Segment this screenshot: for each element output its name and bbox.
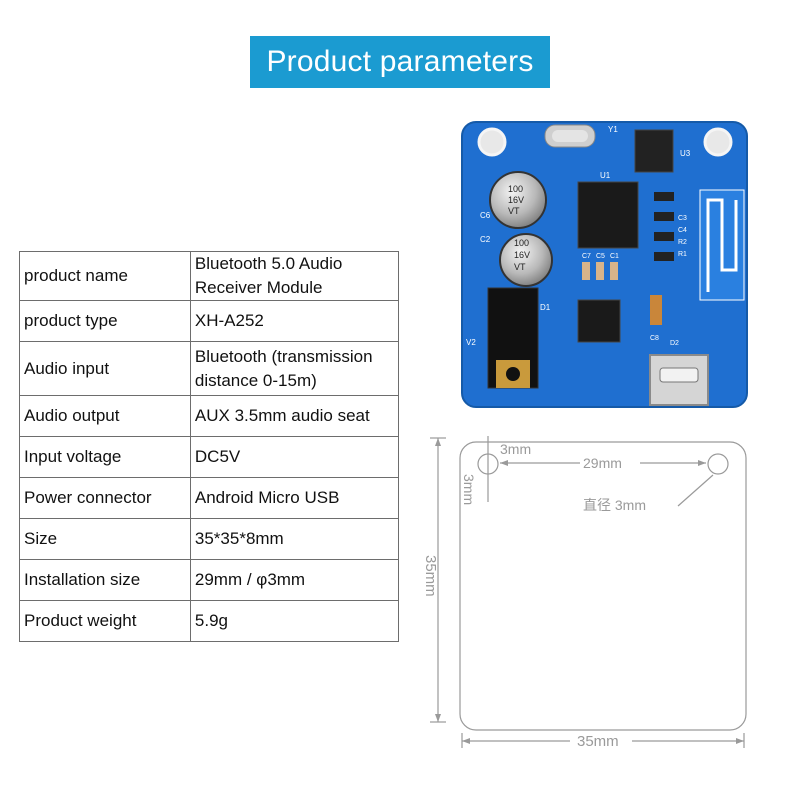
param-key: product type bbox=[19, 300, 191, 342]
param-value: Bluetooth 5.0 Audio Receiver Module bbox=[189, 251, 400, 301]
param-value: Bluetooth (transmission distance 0-15m) bbox=[189, 341, 400, 396]
table-row: Size 35*35*8mm bbox=[19, 518, 400, 560]
param-value: 29mm / φ3mm bbox=[189, 559, 400, 601]
silk-label: C4 bbox=[678, 227, 687, 234]
param-value: AUX 3.5mm audio seat bbox=[189, 395, 400, 437]
silk-label: C8 bbox=[650, 335, 659, 342]
width-label: 35mm bbox=[577, 733, 619, 750]
param-value: XH-A252 bbox=[189, 300, 400, 342]
param-value: Android Micro USB bbox=[189, 477, 400, 519]
table-row: Input voltage DC5V bbox=[19, 436, 400, 478]
param-key: Product weight bbox=[19, 600, 191, 642]
hole-spacing-label: 29mm bbox=[583, 455, 622, 471]
pcb-board-image: Y1 U3 100 16V VT 100 16V VT C6 C2 U1 C7 … bbox=[461, 121, 748, 408]
page-title: Product parameters bbox=[266, 45, 534, 78]
silk-label: R1 bbox=[678, 251, 687, 258]
hole-right-icon bbox=[707, 453, 729, 475]
silk-label: C7 bbox=[582, 253, 591, 260]
silk-label: C2 bbox=[480, 235, 491, 244]
silk-label: U3 bbox=[680, 149, 691, 158]
hole-size-label: 3mm bbox=[500, 441, 531, 457]
param-key: Power connector bbox=[19, 477, 191, 519]
silk-label: U1 bbox=[600, 171, 611, 180]
hole-vertical-label: 3mm bbox=[461, 474, 477, 505]
board-outline bbox=[459, 441, 747, 731]
silk-label: C5 bbox=[596, 253, 605, 260]
dimension-drawing: 3mm 29mm 3mm 直径 3mm 35mm 35mm bbox=[422, 436, 747, 750]
silk-label: C6 bbox=[480, 211, 491, 220]
param-key: Installation size bbox=[19, 559, 191, 601]
silk-label: C1 bbox=[610, 253, 619, 260]
diameter-label: 直径 3mm bbox=[583, 497, 646, 513]
capacitor-icon bbox=[499, 233, 553, 287]
mounting-hole-top-right bbox=[703, 127, 733, 157]
table-row: Power connector Android Micro USB bbox=[19, 477, 400, 519]
param-key: Audio output bbox=[19, 395, 191, 437]
cap-label: 100 bbox=[514, 238, 529, 248]
silk-label: D2 bbox=[670, 340, 679, 347]
silk-label: V2 bbox=[466, 338, 476, 347]
cap-label: 16V bbox=[508, 195, 524, 205]
table-row: product name Bluetooth 5.0 Audio Receive… bbox=[19, 251, 400, 301]
height-label: 35mm bbox=[422, 555, 439, 597]
parameters-table: product name Bluetooth 5.0 Audio Receive… bbox=[19, 251, 400, 642]
table-row: Audio input Bluetooth (transmission dist… bbox=[19, 341, 400, 396]
silk-label: C3 bbox=[678, 215, 687, 222]
cap-label: 16V bbox=[514, 250, 530, 260]
table-row: Installation size 29mm / φ3mm bbox=[19, 559, 400, 601]
param-value: DC5V bbox=[189, 436, 400, 478]
cap-label: VT bbox=[514, 262, 526, 272]
param-value: 35*35*8mm bbox=[189, 518, 400, 560]
cap-label: VT bbox=[508, 206, 520, 216]
param-key: Input voltage bbox=[19, 436, 191, 478]
silk-label: R2 bbox=[678, 239, 687, 246]
param-value: 5.9g bbox=[189, 600, 400, 642]
param-key: product name bbox=[19, 251, 191, 301]
mounting-hole-top-left bbox=[477, 127, 507, 157]
capacitor-icon bbox=[489, 171, 547, 229]
table-row: Audio output AUX 3.5mm audio seat bbox=[19, 395, 400, 437]
table-row: Product weight 5.9g bbox=[19, 600, 400, 642]
param-key: Audio input bbox=[19, 341, 191, 396]
title-banner: Product parameters bbox=[250, 36, 550, 88]
cap-label: 100 bbox=[508, 184, 523, 194]
table-row: product type XH-A252 bbox=[19, 300, 400, 342]
silk-label: Y1 bbox=[608, 125, 618, 134]
silk-label: D1 bbox=[540, 303, 551, 312]
param-key: Size bbox=[19, 518, 191, 560]
